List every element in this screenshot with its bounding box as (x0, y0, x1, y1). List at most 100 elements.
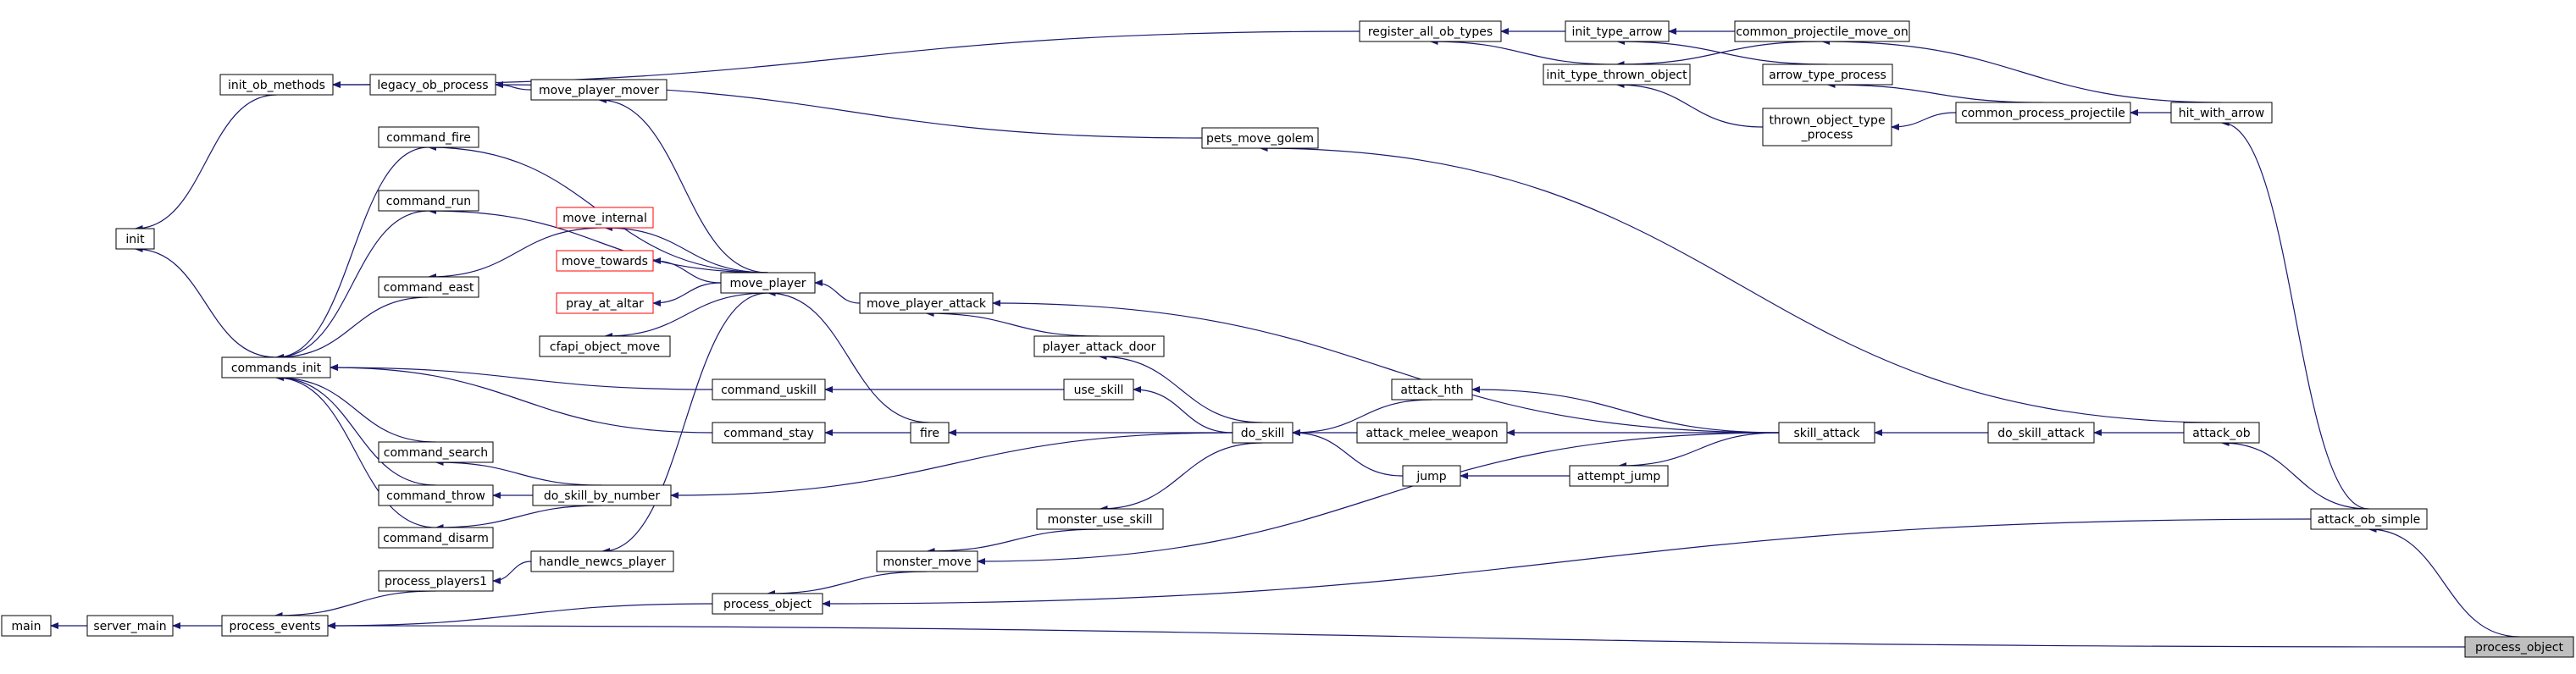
node-box (378, 126, 479, 148)
node-move-towards[interactable]: move_towards (556, 250, 654, 272)
node-init[interactable]: init (115, 228, 155, 250)
call-edge-thrown_object_type_process-to-init_type_thrown_object (1615, 81, 1764, 128)
node-move-player[interactable]: move_player (720, 272, 816, 294)
node-register-all-ob-types[interactable]: register_all_ob_types (1359, 20, 1502, 42)
node-label: init (125, 233, 145, 246)
node-label: move_towards (562, 255, 648, 268)
node-init-type-arrow[interactable]: init_type_arrow (1565, 20, 1670, 42)
node-attack-melee-weapon[interactable]: attack_melee_weapon (1356, 422, 1508, 444)
node-process-object-mid[interactable]: process_object (712, 593, 823, 615)
call-edge-move_player-to-move_internal (604, 224, 768, 273)
node-command-throw[interactable]: command_throw (378, 484, 494, 506)
node-init-type-thrown-object[interactable]: init_type_thrown_object (1543, 64, 1691, 86)
node-jump[interactable]: jump (1402, 465, 1461, 487)
node-process-players1[interactable]: process_players1 (378, 570, 494, 592)
node-command-run[interactable]: command_run (378, 190, 479, 212)
node-do-skill-attack[interactable]: do_skill_attack (1987, 422, 2095, 444)
node-do-skill[interactable]: do_skill (1232, 422, 1294, 444)
node-label: use_skill (1074, 384, 1124, 397)
node-move-internal[interactable]: move_internal (556, 207, 654, 229)
node-label: thrown_object_type (1769, 114, 1885, 128)
node-move-player-mover[interactable]: move_player_mover (530, 79, 668, 101)
node-command-stay[interactable]: command_stay (712, 422, 826, 444)
call-edge-jump-to-do_skill (1292, 429, 1404, 477)
node-process-events[interactable]: process_events (221, 615, 329, 637)
call-edge-common_projectile_move_on-to-init_type_thrown_object (1615, 41, 1823, 68)
node-label: server_main (93, 620, 166, 633)
node-label: move_player_mover (539, 84, 659, 97)
node-use-skill[interactable]: use_skill (1063, 378, 1134, 401)
call-edge-process_object_mid-to-process_events (327, 603, 713, 629)
node-attack-ob[interactable]: attack_ob (2183, 422, 2260, 444)
node-attempt-jump[interactable]: attempt_jump (1569, 465, 1669, 487)
node-command-disarm[interactable]: command_disarm (378, 527, 494, 549)
node-label: pets_move_golem (1206, 132, 1314, 146)
node-hit-with-arrow[interactable]: hit_with_arrow (2170, 102, 2273, 124)
node-command-uskill[interactable]: command_uskill (712, 378, 826, 401)
call-edge-move_player-to-handle_newcs_player (601, 292, 768, 555)
node-cfapi-object-move[interactable]: cfapi_object_move (539, 335, 671, 357)
node-box (2464, 636, 2574, 658)
node-common-projectile-move-on[interactable]: common_projectile_move_on (1734, 20, 1910, 42)
node-box (1356, 422, 1508, 444)
call-edge-command_search-to-commands_init (275, 374, 436, 443)
node-common-process-projectile[interactable]: common_process_projectile (1955, 102, 2131, 124)
call-edge-command_throw-to-commands_init (275, 374, 436, 486)
node-label: attack_melee_weapon (1366, 427, 1498, 440)
call-edge-skill_attack-to-move_player_attack (992, 300, 1780, 434)
node-monster-use-skill[interactable]: monster_use_skill (1036, 508, 1164, 530)
node-move-player-attack[interactable]: move_player_attack (859, 292, 994, 314)
node-label: common_projectile_move_on (1736, 25, 1908, 39)
node-label: fire (920, 427, 939, 440)
node-box (1565, 20, 1670, 42)
node-thrown-object-type-process[interactable]: thrown_object_type_process (1762, 108, 1892, 146)
node-box (530, 79, 668, 101)
node-box (1033, 335, 1165, 357)
node-label: attack_ob_simple (2318, 513, 2421, 527)
node-handle-newcs-player[interactable]: handle_newcs_player (530, 550, 674, 572)
call-edge-command_east-to-commands_init (275, 296, 429, 361)
node-label: commands_init (231, 362, 322, 375)
call-edge-common_process_projectile-to-arrow_type_process (1826, 81, 2044, 103)
node-label: process_events (230, 620, 321, 633)
node-label: jump (1415, 470, 1446, 483)
node-monster-move[interactable]: monster_move (876, 550, 978, 572)
call-edge-do_skill_by_number-to-command_disarm (435, 505, 602, 531)
node-attack-hth[interactable]: attack_hth (1391, 378, 1473, 401)
node-server-main[interactable]: server_main (86, 615, 174, 637)
node-commands-init[interactable]: commands_init (221, 356, 331, 378)
node-label: attempt_jump (1577, 470, 1661, 483)
node-label: process_object (723, 598, 812, 611)
node-arrow-type-process[interactable]: arrow_type_process (1762, 64, 1893, 86)
node-do-skill-by-number[interactable]: do_skill_by_number (532, 484, 672, 506)
node-label: command_stay (723, 427, 814, 440)
node-command-fire[interactable]: command_fire (378, 126, 479, 148)
node-skill-attack[interactable]: skill_attack (1778, 422, 1875, 444)
call-edge-process_object_root-to-attack_ob_simple (2368, 526, 2520, 638)
node-fire[interactable]: fire (910, 422, 950, 444)
node-label: move_internal (562, 212, 647, 225)
node-attack-ob-simple[interactable]: attack_ob_simple (2310, 508, 2428, 530)
node-command-search[interactable]: command_search (378, 441, 494, 463)
call-edge-move_player-to-cfapi_object_move (604, 292, 768, 340)
node-box (530, 550, 674, 572)
node-label: command_run (386, 195, 471, 208)
call-edge-attack_ob_simple-to-attack_ob (2220, 439, 2369, 510)
node-box (1036, 508, 1164, 530)
node-label: init_type_thrown_object (1546, 69, 1687, 82)
node-process-object-root[interactable]: process_object (2464, 636, 2574, 658)
call-edge-monster_move-to-process_object_mid (767, 571, 928, 597)
node-player-attack-door[interactable]: player_attack_door (1033, 335, 1165, 357)
node-box (712, 422, 826, 444)
node-box (115, 228, 155, 250)
node-pray-at-altar[interactable]: pray_at_altar (556, 292, 654, 314)
node-command-east[interactable]: command_east (378, 276, 479, 298)
node-legacy-ob-process[interactable]: legacy_ob_process (369, 74, 496, 96)
node-box (2183, 422, 2260, 444)
node-box (221, 615, 329, 637)
node-label: init_type_arrow (1572, 25, 1663, 39)
call-edge-do_skill-to-do_skill_by_number (670, 432, 1233, 499)
node-pets-move-golem[interactable]: pets_move_golem (1201, 127, 1319, 149)
node-init-ob-methods[interactable]: init_ob_methods (219, 74, 334, 96)
node-main[interactable]: main (1, 615, 52, 637)
